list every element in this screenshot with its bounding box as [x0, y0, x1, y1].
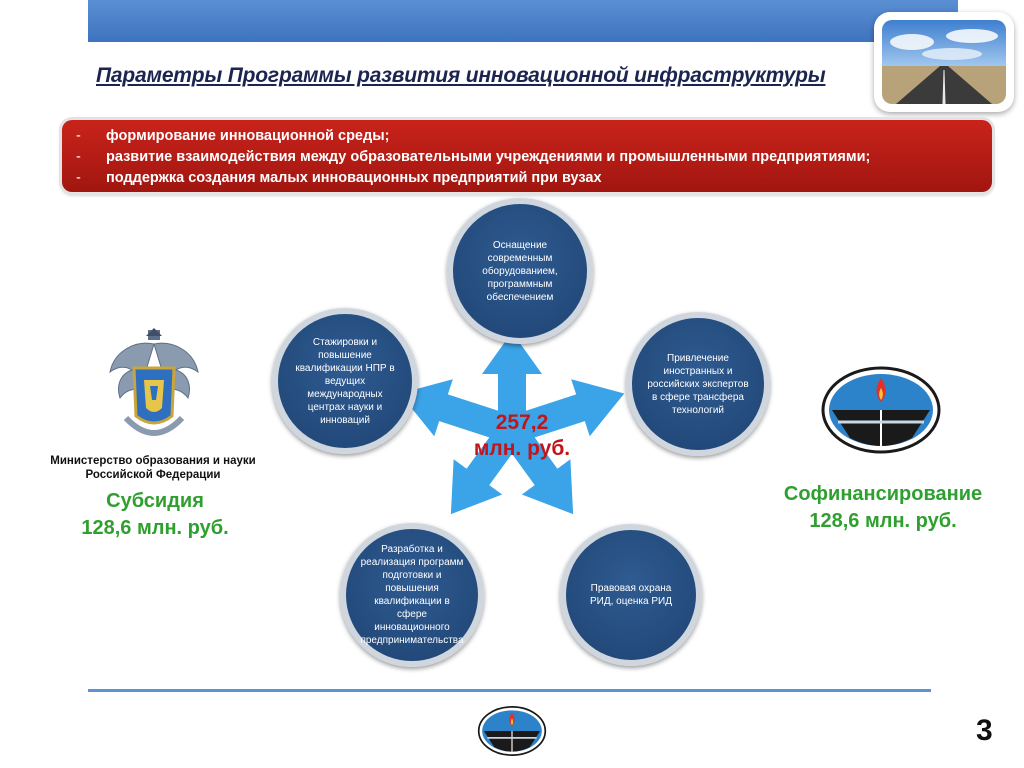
ministry-name: Министерство образования и науки Российс…: [50, 455, 256, 481]
arrow-up: [482, 332, 542, 430]
direction-equipment: Оснащение современным оборудованием, про…: [447, 198, 593, 344]
arrow-down-left: [450, 421, 524, 515]
footer-logo-icon: [477, 706, 547, 756]
total-amount-value: 257,2: [495, 411, 549, 434]
university-logo-icon: [821, 366, 941, 454]
cofunding-block: Софинансирование 128,6 млн. руб.: [770, 481, 996, 535]
goal-item: -поддержка создания малых инновационных …: [76, 170, 602, 186]
direction-experts: Привлечение иностранных и российских экс…: [626, 312, 770, 456]
direction-ip-protection: Правовая охрана РИД, оценка РИД: [560, 524, 702, 666]
cofunding-amount: 128,6 млн. руб.: [809, 510, 957, 532]
road-photo-frame: [874, 12, 1014, 112]
ministry-emblem-icon: [109, 328, 199, 436]
road-photo: [882, 20, 1006, 104]
subsidy-block: Субсидия 128,6 млн. руб.: [50, 488, 260, 542]
direction-label: Разработка и реализация программ подгото…: [360, 544, 464, 646]
page-title: Параметры Программы развития инновационн…: [96, 64, 826, 87]
cofunding-label: Софинансирование: [783, 483, 983, 505]
total-amount: 257,2 млн. руб.: [462, 410, 582, 462]
goals-banner: -формирование инновационной среды; -разв…: [62, 120, 992, 192]
page-number: 3: [976, 714, 993, 747]
subsidy-amount: 128,6 млн. руб.: [81, 517, 229, 539]
arrow-down-right: [500, 421, 574, 515]
arrow-right: [507, 379, 625, 444]
goal-item: -формирование инновационной среды;: [76, 128, 390, 144]
goal-item: -развитие взаимодействия между образоват…: [76, 149, 871, 165]
direction-label: Оснащение современным оборудованием, про…: [482, 239, 558, 303]
direction-label: Правовая охрана РИД, оценка РИД: [589, 583, 672, 607]
direction-internships: Стажировки и повышение квалификации НПР …: [272, 308, 418, 454]
direction-label: Привлечение иностранных и российских экс…: [647, 352, 749, 416]
direction-label: Стажировки и повышение квалификации НПР …: [295, 336, 395, 426]
subsidy-label: Субсидия: [106, 490, 204, 512]
total-amount-unit: млн. руб.: [473, 437, 571, 460]
arrow-left: [399, 379, 517, 444]
header-bar: [88, 0, 958, 42]
goals-list: -формирование инновационной среды; -разв…: [62, 120, 992, 189]
direction-training-programs: Разработка и реализация программ подгото…: [340, 523, 484, 667]
footer-divider: [88, 689, 931, 692]
